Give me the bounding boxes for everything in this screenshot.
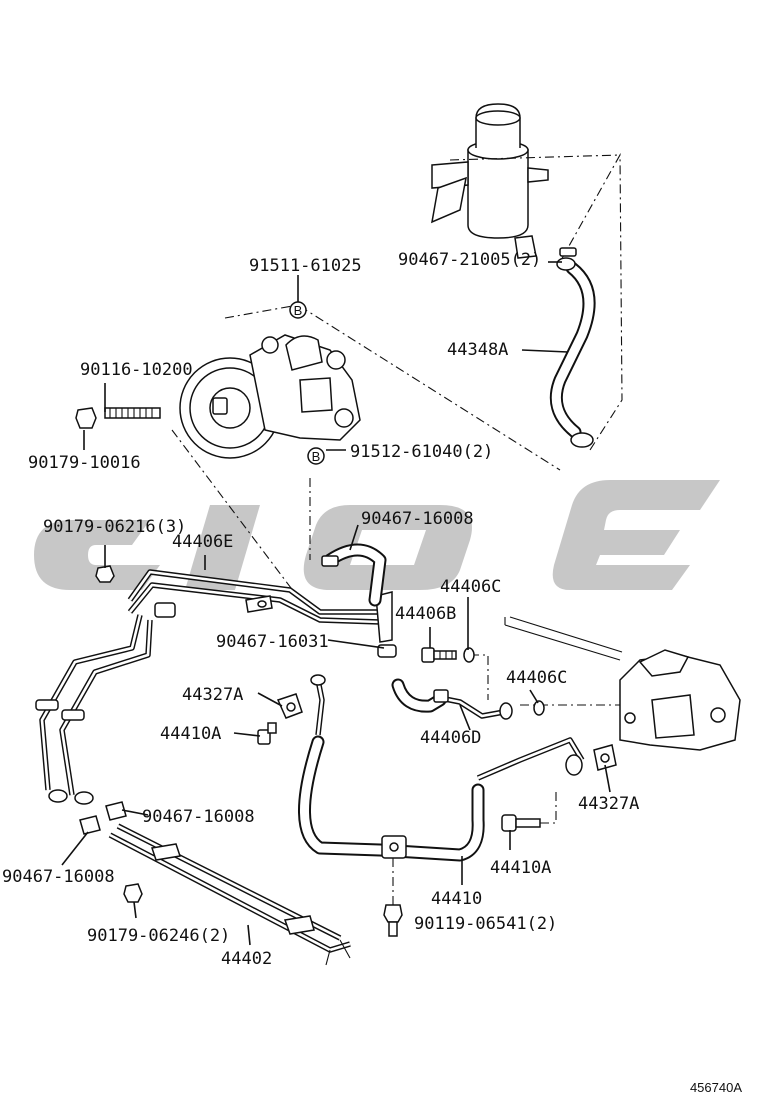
return-hose-upper <box>321 543 387 607</box>
watermark-logo <box>34 480 720 590</box>
marker-b-lower: B <box>307 447 325 465</box>
part-label: 44327A <box>182 685 243 705</box>
pressure-pipe-assembly <box>35 569 397 805</box>
part-label: 44327A <box>578 794 639 814</box>
hose-clamp <box>593 744 617 771</box>
part-label: 44402 <box>221 949 272 969</box>
part-label: 44410A <box>490 858 551 878</box>
bolt-icon <box>257 722 277 745</box>
part-label: 90179-06246(2) <box>87 926 230 946</box>
svg-text:B: B <box>312 449 321 464</box>
part-label: 44406B <box>395 604 456 624</box>
part-label: 44406E <box>172 532 233 552</box>
oil-cooler-tube <box>108 823 351 966</box>
part-label: 90467-16008 <box>142 807 255 827</box>
part-label: 90467-16008 <box>361 509 474 529</box>
part-label: 90467-16008 <box>2 867 115 887</box>
part-label: 44410A <box>160 724 221 744</box>
diagram-code: 456740A <box>690 1080 742 1095</box>
part-label: 44406C <box>440 577 501 597</box>
guide-line <box>540 790 557 824</box>
guide-line <box>559 152 623 451</box>
bolt-icon <box>383 904 403 937</box>
marker-b-upper: B <box>289 301 307 319</box>
part-label: 44406C <box>506 668 567 688</box>
return-tube <box>391 678 513 720</box>
guide-line <box>171 429 301 601</box>
reservoir-tank <box>431 103 549 259</box>
part-label: 44410 <box>431 889 482 909</box>
guide-line <box>449 154 621 161</box>
pressure-hose <box>298 674 585 862</box>
gasket-washer <box>533 700 545 716</box>
guide-line <box>470 654 489 700</box>
hose-clamp <box>105 801 127 821</box>
gasket-washer <box>463 647 475 663</box>
part-label: 90467-16031 <box>216 632 329 652</box>
bolt-icon <box>501 814 541 832</box>
part-label: 91511-61025 <box>249 256 362 276</box>
stud-bolt <box>104 407 161 419</box>
leader-lines <box>61 261 611 946</box>
part-label: 90467-21005(2) <box>398 250 541 270</box>
part-label: 91512-61040(2) <box>350 442 493 462</box>
guide-line <box>224 304 561 471</box>
union-bolt <box>421 647 457 663</box>
part-label: 90119-06541(2) <box>414 914 557 934</box>
part-label: 44348A <box>447 340 508 360</box>
svg-text:B: B <box>294 303 303 318</box>
part-label: 90179-10016 <box>28 453 141 473</box>
part-labels: 90467-21005(2) 91511-61025 44348A 90116-… <box>2 250 639 969</box>
part-label: 44406D <box>420 728 481 748</box>
steering-gear <box>504 616 741 751</box>
nut-icon <box>123 883 143 903</box>
part-label: 90179-06216(3) <box>43 517 186 537</box>
nut-icon <box>75 407 97 429</box>
hose-clamp <box>79 815 101 835</box>
hose-clamp <box>276 693 303 719</box>
part-label: 90116-10200 <box>80 360 193 380</box>
nut-icon <box>95 565 115 583</box>
suction-hose <box>549 247 596 448</box>
power-steering-pump <box>179 334 361 459</box>
